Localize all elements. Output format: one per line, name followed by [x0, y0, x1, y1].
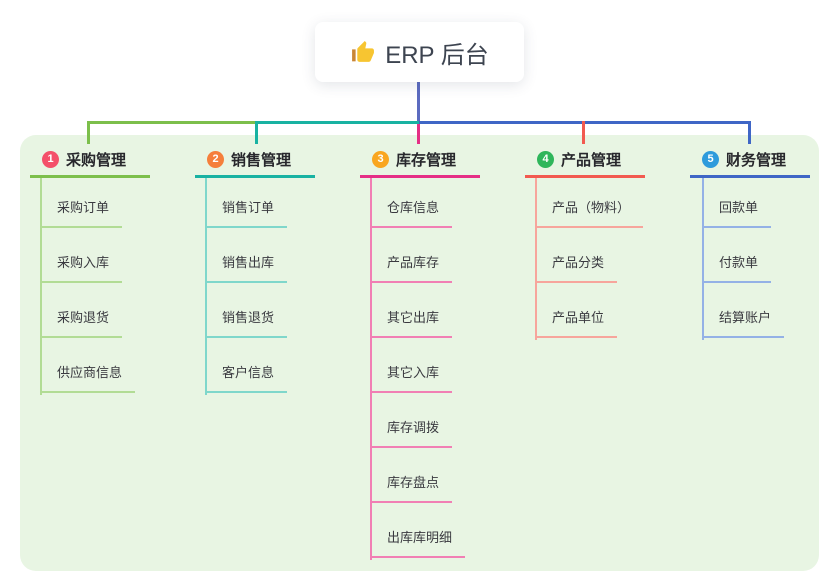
root-node-erp[interactable]: ERP 后台 [315, 22, 524, 82]
branch-title-finance[interactable]: 5 财务管理 [690, 146, 810, 178]
node-other-outbound[interactable]: 其它出库 [370, 308, 453, 338]
connector-bus-green [87, 121, 257, 124]
node-sales-outbound[interactable]: 销售出库 [205, 253, 288, 283]
node-product-unit[interactable]: 产品单位 [535, 308, 618, 338]
node-warehouse-info[interactable]: 仓库信息 [370, 198, 453, 228]
thumbs-up-icon [350, 40, 375, 65]
branch5-rail [702, 178, 704, 340]
branch-title-label: 库存管理 [396, 151, 457, 169]
node-outbound-detail[interactable]: 出库库明细 [370, 528, 466, 558]
connector-drop-branch5 [748, 121, 751, 144]
branch-title-sales[interactable]: 2 销售管理 [195, 146, 315, 178]
node-stock-transfer[interactable]: 库存调拨 [370, 418, 453, 448]
branch-title-label: 采购管理 [66, 151, 127, 169]
node-product-material[interactable]: 产品（物料） [535, 198, 644, 228]
branch-title-inventory[interactable]: 3 库存管理 [360, 146, 480, 178]
node-supplier-info[interactable]: 供应商信息 [40, 363, 136, 393]
branch1-rail [40, 178, 42, 395]
branch-badge-4: 4 [537, 150, 554, 168]
node-other-inbound[interactable]: 其它入库 [370, 363, 453, 393]
branch2-rail [205, 178, 207, 395]
connector-drop-branch1 [87, 121, 90, 144]
connector-drop-branch3 [417, 124, 420, 144]
branch-badge-2: 2 [207, 150, 224, 168]
node-product-stock[interactable]: 产品库存 [370, 253, 453, 283]
branch4-rail [535, 178, 537, 340]
branch-title-product[interactable]: 4 产品管理 [525, 146, 645, 178]
branch3-rail [370, 178, 372, 560]
node-receipt-bill[interactable]: 回款单 [702, 198, 772, 228]
branch-title-label: 销售管理 [231, 151, 292, 169]
node-sales-order[interactable]: 销售订单 [205, 198, 288, 228]
node-product-category[interactable]: 产品分类 [535, 253, 618, 283]
connector-bus-blue [419, 121, 751, 124]
connector-drop-branch4 [582, 121, 585, 144]
branch-title-label: 财务管理 [726, 151, 787, 169]
connector-bus-teal [257, 121, 419, 124]
node-stock-count[interactable]: 库存盘点 [370, 473, 453, 503]
node-sales-return[interactable]: 销售退货 [205, 308, 288, 338]
node-customer-info[interactable]: 客户信息 [205, 363, 288, 393]
branch-title-label: 产品管理 [561, 151, 622, 169]
branches-panel [20, 135, 819, 571]
branch-badge-1: 1 [42, 150, 59, 168]
branch-badge-5: 5 [702, 150, 719, 168]
branch-badge-3: 3 [372, 150, 389, 168]
node-purchase-inbound[interactable]: 采购入库 [40, 253, 123, 283]
connector-root-drop [417, 82, 420, 124]
node-payment-bill[interactable]: 付款单 [702, 253, 772, 283]
connector-drop-branch2 [255, 121, 258, 144]
node-settlement-account[interactable]: 结算账户 [702, 308, 785, 338]
node-purchase-return[interactable]: 采购退货 [40, 308, 123, 338]
root-node-label: ERP 后台 [385, 41, 489, 69]
node-purchase-order[interactable]: 采购订单 [40, 198, 123, 228]
branch-title-purchase[interactable]: 1 采购管理 [30, 146, 150, 178]
